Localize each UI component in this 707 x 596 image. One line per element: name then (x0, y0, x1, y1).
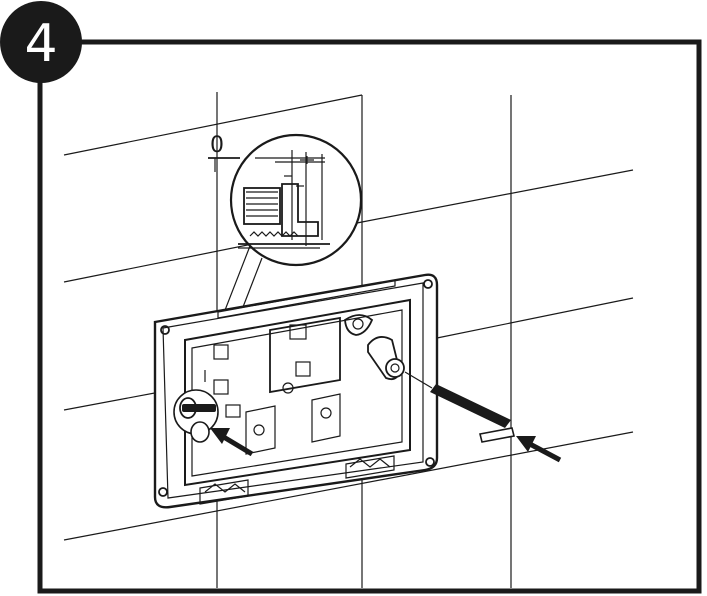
step-number: 4 (24, 14, 57, 74)
detail-magnifier (229, 133, 363, 267)
left-screw-detail (173, 389, 219, 443)
step-badge: 4 (0, 1, 82, 83)
mounting-plate (153, 273, 439, 509)
dimension-callout: 0 (208, 133, 240, 172)
dimension-label: 0 (210, 133, 224, 158)
arrow-right (516, 436, 562, 463)
arrow-left (210, 428, 254, 457)
key-tool (404, 371, 515, 443)
plate-inner-parts (199, 314, 405, 505)
press-arrows (210, 428, 562, 463)
